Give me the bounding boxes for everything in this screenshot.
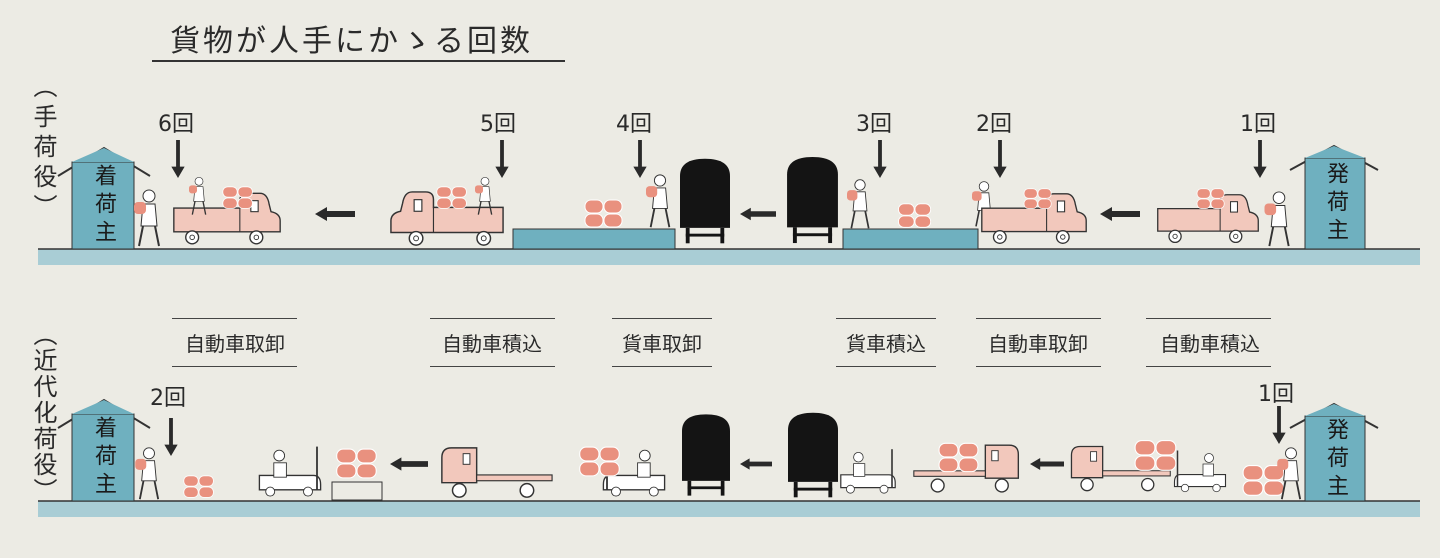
flow-arrow-icon <box>740 458 772 470</box>
house-label-consignee: 着荷主 <box>91 416 116 500</box>
down-arrow-icon <box>1253 140 1267 178</box>
down-arrow-icon <box>495 140 509 178</box>
freight-car <box>682 414 730 496</box>
freight-car <box>787 156 838 244</box>
flow-arrow-icon <box>315 207 355 221</box>
down-arrow-icon <box>164 418 178 456</box>
house-consignee-top <box>57 146 151 250</box>
forklift <box>258 445 322 498</box>
flow-arrow-icon <box>1030 458 1064 470</box>
count-label: 2回 <box>976 112 1012 137</box>
ground-bottom <box>38 501 1420 517</box>
cargo-bags <box>1134 439 1177 471</box>
count-label: 2回 <box>150 386 186 411</box>
cargo-bags <box>938 442 979 473</box>
house-label-shipper: 発荷主 <box>1323 162 1348 246</box>
operation-label: 自動車積込 <box>442 332 542 356</box>
operation-label: 自動車積込 <box>1160 332 1260 356</box>
operation-label: 自動車取卸 <box>185 332 285 356</box>
down-arrow-icon <box>171 140 185 178</box>
freight-car <box>788 412 838 498</box>
down-arrow-icon <box>993 140 1007 178</box>
cargo-bags <box>183 475 214 498</box>
truck <box>441 447 553 498</box>
count-label: 1回 <box>1258 382 1294 407</box>
cargo-bags <box>1242 464 1285 496</box>
truck <box>1070 445 1171 492</box>
cargo-bags <box>336 448 377 479</box>
count-label: 5回 <box>480 112 516 137</box>
row-label-modern: （近代化荷役） <box>29 322 57 504</box>
count-label: 6回 <box>158 112 194 137</box>
down-arrow-icon <box>633 140 647 178</box>
worker <box>1264 190 1290 248</box>
platform <box>512 228 676 250</box>
flow-arrow-icon <box>740 207 776 221</box>
ground-top <box>38 249 1420 265</box>
pallet <box>331 481 383 501</box>
house-label-consignee: 着荷主 <box>91 164 116 248</box>
worker <box>846 178 870 230</box>
page-title: 貨物が人手にかゝる回数 <box>170 24 533 59</box>
house-consignee-bottom <box>57 398 151 502</box>
worker <box>134 189 160 247</box>
house-label-shipper: 発荷主 <box>1323 418 1348 502</box>
cargo-bags <box>579 446 620 477</box>
freight-car <box>680 158 730 244</box>
platform <box>842 228 979 250</box>
house-shipper-bottom <box>1289 402 1379 502</box>
down-arrow-icon <box>873 140 887 178</box>
count-label: 4回 <box>616 112 652 137</box>
operation-label: 貨車積込 <box>846 332 926 356</box>
row-label-manual: （手荷役） <box>29 74 57 224</box>
flow-arrow-icon <box>390 457 428 471</box>
operation-label: 貨車取卸 <box>622 332 702 356</box>
down-arrow-icon <box>1272 406 1286 444</box>
flow-arrow-icon <box>1100 207 1140 221</box>
cargo-bags <box>436 186 467 209</box>
title-underline <box>152 60 565 62</box>
count-label: 1回 <box>1240 112 1276 137</box>
house-shipper-top <box>1289 144 1379 250</box>
cargo-bags <box>897 203 932 228</box>
worker <box>646 173 671 229</box>
cargo-bags <box>584 199 623 228</box>
operation-label: 自動車取卸 <box>988 332 1088 356</box>
forklift <box>1173 449 1227 493</box>
count-label: 3回 <box>856 112 892 137</box>
worker <box>134 446 160 501</box>
forklift <box>839 448 897 495</box>
